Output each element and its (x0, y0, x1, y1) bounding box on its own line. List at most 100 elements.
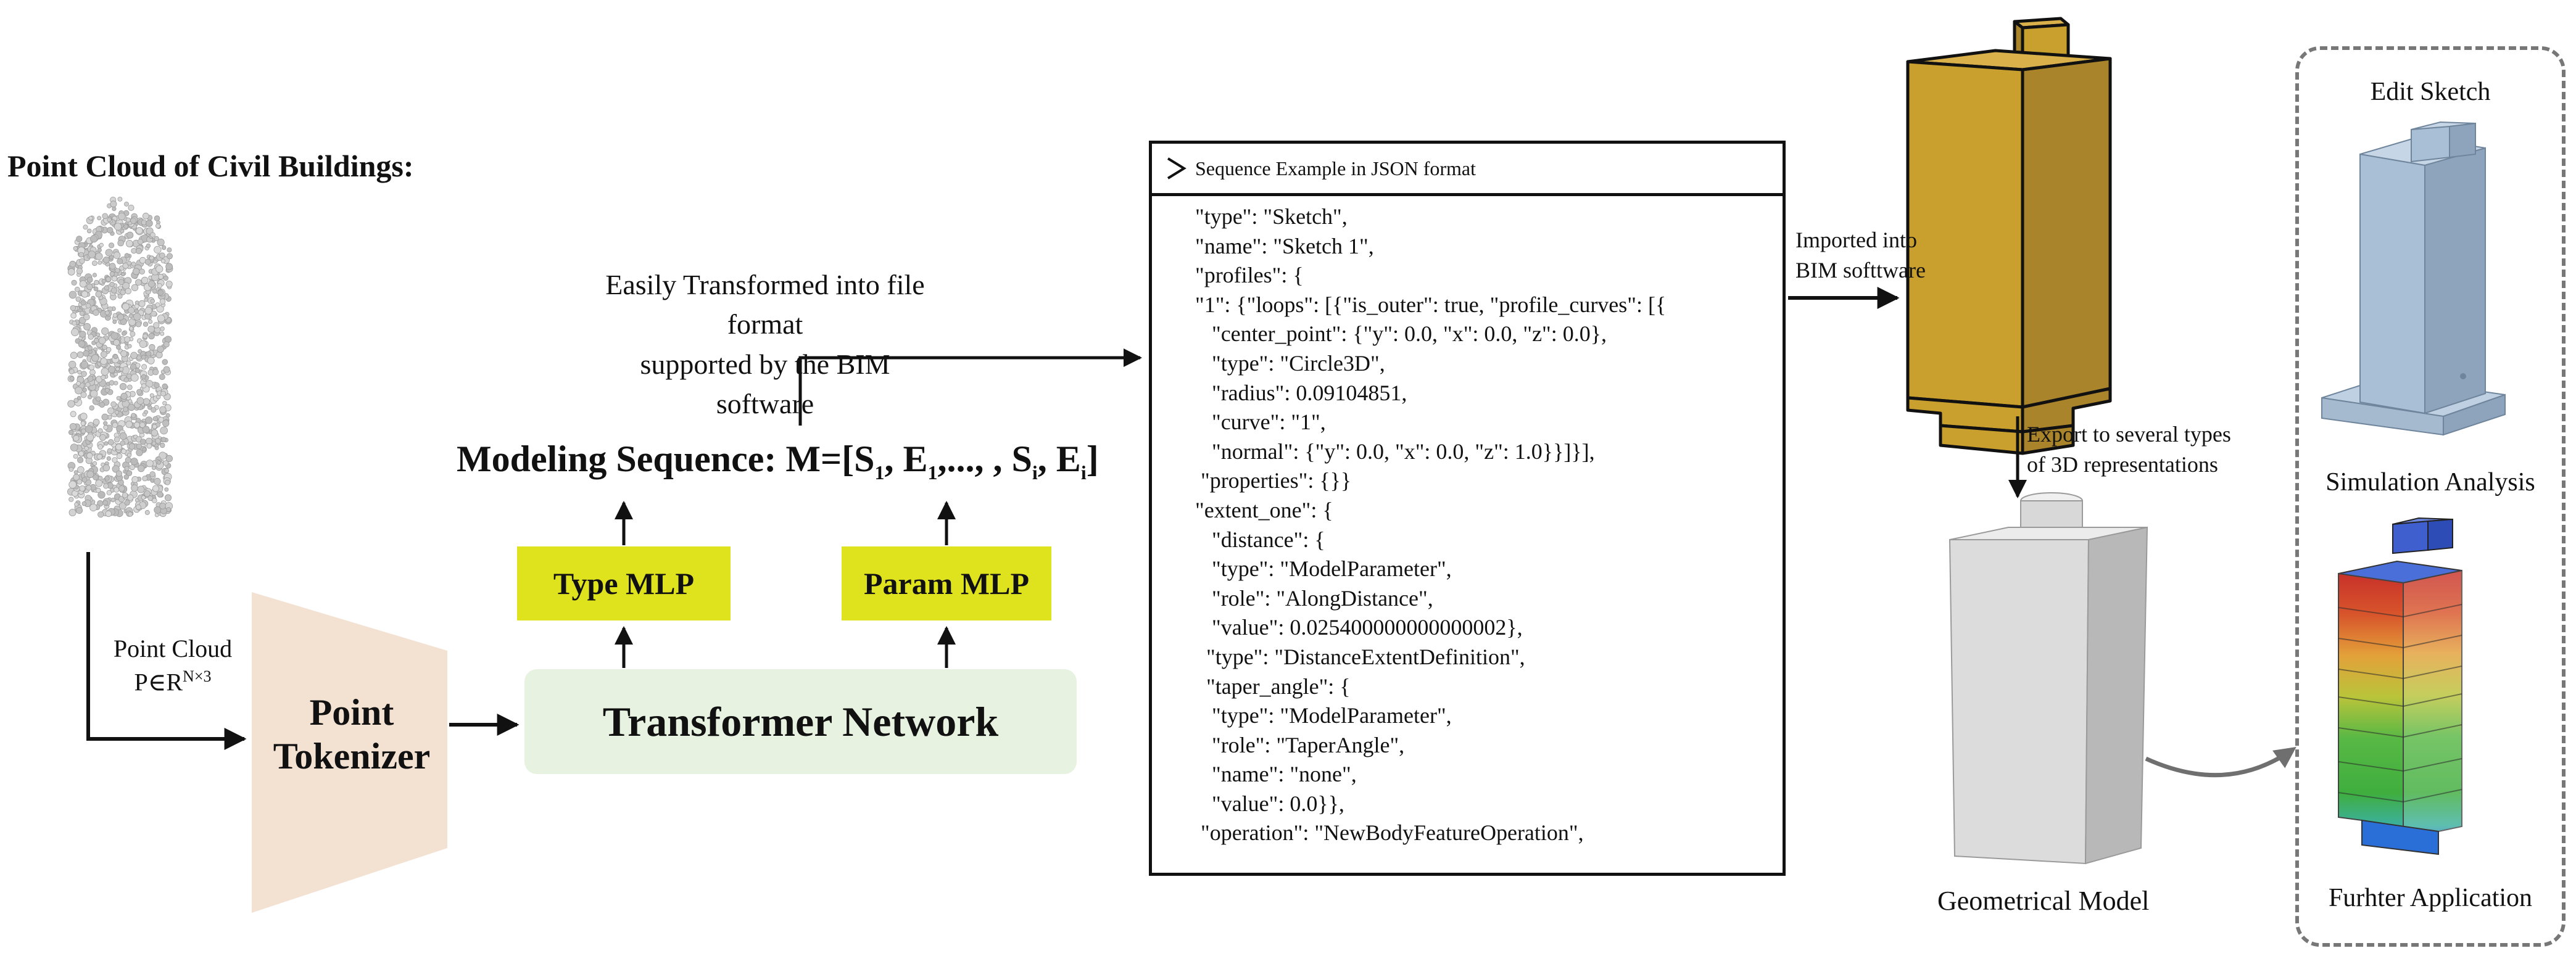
point-cloud-point (151, 466, 156, 471)
point-cloud-point (70, 411, 77, 418)
point-cloud-point (105, 249, 113, 257)
point-cloud-point (165, 413, 170, 418)
point-cloud-point (135, 368, 140, 373)
point-cloud-point (69, 260, 77, 268)
point-cloud-point (77, 456, 84, 464)
point-cloud-point (132, 268, 140, 275)
point-cloud-point (157, 491, 164, 498)
point-cloud-point (70, 443, 78, 451)
point-cloud-point (128, 403, 135, 411)
type-mlp-label: Type MLP (553, 566, 695, 601)
point-cloud-point (162, 383, 168, 390)
point-cloud-point (97, 511, 104, 518)
point-cloud-point (146, 459, 154, 468)
point-cloud-point (122, 303, 130, 311)
json-code-lines: "type": "Sketch","name": "Sketch 1","pro… (1152, 202, 1783, 848)
point-cloud-point (136, 397, 144, 405)
point-cloud-point (136, 449, 143, 456)
edit-sketch-label: Edit Sketch (2370, 78, 2491, 106)
point-cloud-point (75, 506, 83, 514)
further-application-label: Furhter Application (2328, 884, 2533, 912)
point-cloud-point (97, 247, 102, 253)
point-cloud-point (106, 490, 112, 495)
point-cloud-point (139, 268, 145, 275)
point-cloud-point (129, 326, 134, 331)
point-cloud-point (130, 363, 137, 370)
point-cloud-point (89, 503, 97, 512)
point-cloud-point (104, 285, 110, 291)
point-cloud-point (79, 331, 86, 338)
point-cloud-point (149, 344, 155, 351)
point-cloud-point (80, 371, 87, 377)
point-cloud-point (78, 340, 86, 348)
point-cloud-title: Point Cloud of Civil Buildings: (7, 149, 414, 183)
point-cloud-point (77, 351, 84, 358)
point-cloud-point (155, 351, 163, 359)
point-cloud-point (68, 509, 77, 517)
point-cloud-point (124, 466, 130, 471)
transformer-network-box: Transformer Network (524, 669, 1077, 774)
point-cloud-point (131, 476, 139, 484)
point-cloud-point (160, 326, 165, 331)
json-code-line: "name": "Sketch 1", (1195, 233, 1374, 258)
point-cloud-point (115, 443, 122, 451)
param-mlp-box: Param MLP (842, 546, 1051, 620)
point-cloud-point (159, 252, 165, 259)
point-cloud-point (130, 458, 138, 466)
point-cloud-point (120, 289, 126, 295)
point-cloud-point (124, 253, 130, 258)
point-cloud-point (115, 366, 120, 371)
modeling-sequence-formula: Modeling Sequence: M=[S1, E1,..., , Si, … (457, 439, 1099, 484)
point-cloud-point (112, 422, 118, 428)
point-cloud-point (155, 302, 160, 308)
point-cloud-point (122, 492, 128, 498)
point-cloud-point (143, 410, 148, 414)
point-cloud-point (154, 245, 162, 254)
point-cloud-point (152, 369, 159, 376)
point-cloud-point (118, 212, 126, 221)
point-cloud-point (136, 443, 143, 450)
point-cloud-point (80, 300, 86, 306)
json-code-line: "taper_angle": { (1195, 674, 1351, 699)
point-cloud-point (114, 410, 120, 415)
further-application-panel (2295, 46, 2566, 947)
point-cloud-point (114, 487, 120, 493)
point-cloud-point (86, 434, 94, 442)
point-cloud-point (136, 355, 142, 360)
point-cloud-point (122, 406, 128, 413)
point-cloud-point (78, 450, 85, 457)
point-cloud-point (69, 376, 75, 381)
point-cloud-point (142, 447, 147, 451)
point-cloud-point (89, 405, 94, 411)
point-cloud-point (80, 361, 89, 369)
point-cloud-point (159, 299, 166, 305)
point-cloud-point (157, 238, 165, 247)
point-cloud-point (110, 497, 115, 503)
point-cloud-point (153, 322, 160, 329)
point-cloud-point (144, 258, 151, 265)
point-cloud-point (120, 272, 125, 277)
point-cloud-point (113, 339, 120, 346)
json-code-line: "type": "ModelParameter", (1195, 556, 1452, 582)
point-cloud-point (117, 328, 122, 333)
point-cloud-point (89, 390, 98, 398)
simulation-model-3d (2338, 517, 2462, 855)
point-cloud-point (101, 279, 106, 284)
point-cloud-point (104, 310, 110, 316)
geometrical-model-label: Geometrical Model (1937, 886, 2150, 916)
point-cloud-point (165, 281, 173, 288)
json-example-panel: Sequence Example in JSON format "type": … (1149, 141, 1786, 876)
point-cloud-point (83, 323, 91, 331)
point-cloud-point (104, 476, 110, 481)
point-cloud-point (106, 276, 112, 282)
point-cloud-point (146, 220, 153, 227)
point-cloud-point (67, 268, 75, 276)
point-cloud-point (138, 300, 146, 307)
point-cloud-point (141, 495, 146, 500)
json-code-line: "profiles": { (1195, 263, 1304, 288)
point-cloud-point (123, 474, 130, 480)
point-cloud-point (160, 437, 167, 442)
point-cloud-point (86, 452, 93, 459)
point-cloud-point (95, 252, 103, 261)
point-cloud-point (81, 501, 86, 506)
